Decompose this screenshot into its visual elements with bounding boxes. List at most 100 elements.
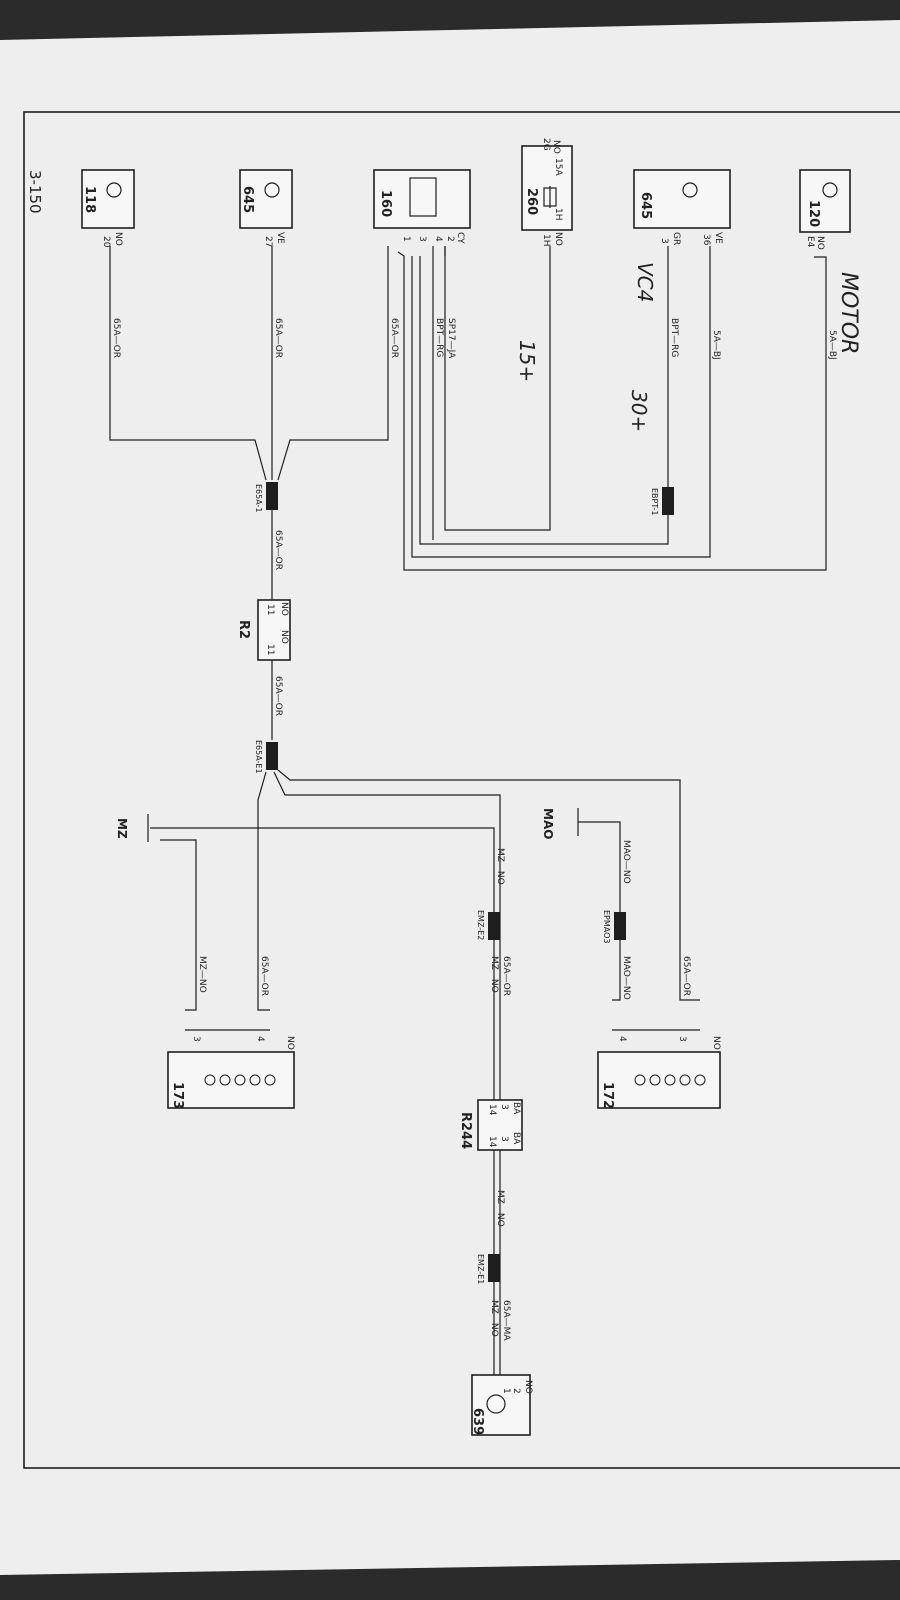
gauge-icon-645-top: [682, 182, 698, 198]
pin-r2-11-left: 11: [265, 604, 275, 615]
pin-r244-3-left: 3: [499, 1104, 509, 1110]
splice-epmao3: [614, 912, 626, 940]
wire-label-mid2: 65A—OR: [273, 676, 283, 716]
wire-label-639a: MZ—NO: [495, 1190, 505, 1227]
ground-symbols: [147, 808, 579, 842]
pin-r244-14-right: 14: [487, 1136, 497, 1148]
pin-639-no: NO: [523, 1380, 533, 1394]
lamp-icon-173-3: [234, 1074, 246, 1086]
label-260: 260: [524, 188, 539, 215]
box-172: [597, 1051, 721, 1109]
pin-r244-ba-right: BA: [511, 1132, 521, 1145]
wire-label-160-sp17: SP17—JA: [446, 318, 456, 359]
wire-645-36: [411, 246, 711, 558]
handwritten-15: 15+: [515, 340, 539, 382]
pin-160-1: 1: [401, 236, 411, 242]
pin-160-3: 3: [417, 236, 427, 242]
wire-260: [444, 246, 551, 531]
wire-label-160-bpt: BPT—RG: [434, 318, 444, 357]
pin-260-fuse: 15A: [553, 158, 563, 176]
pin-118-20: 20: [101, 236, 111, 248]
splice-label-epmao3: EPMAO3: [602, 910, 611, 944]
box-173: [167, 1051, 295, 1109]
label-645-top: 645: [638, 192, 653, 219]
wire-label-mz2a: 65A—OR: [501, 956, 511, 996]
wire-label-173b: MZ—NO: [197, 956, 207, 993]
wire-label-645-36: 5A—BJ: [711, 330, 721, 360]
lamp-icon-172-1: [634, 1074, 646, 1086]
pin-118-no: NO: [113, 232, 123, 246]
pin-260-no2: NO: [553, 232, 563, 246]
pin-260-no: NO: [551, 140, 561, 154]
label-r2: R2: [236, 620, 251, 639]
splice-label-e65a1: E65A-1: [254, 484, 263, 513]
handwritten-motor: MOTOR: [836, 272, 861, 354]
wire-label-mz1: MZ—NO: [495, 848, 505, 885]
page-number: 3-150: [26, 170, 44, 214]
label-172: 172: [600, 1082, 615, 1109]
wire-mz: [150, 827, 495, 1100]
box-r244: [477, 1099, 523, 1151]
wire-e65ae1-r244: [273, 771, 501, 1100]
wire-label-mao2: MAO—NO: [621, 956, 631, 1000]
pin-r2-no-right: NO: [279, 630, 289, 644]
label-160: 160: [378, 190, 393, 217]
splice-label-ebpt1: EBPT-1: [650, 488, 659, 516]
pin-645-ve: VE: [713, 232, 723, 244]
wire-e65ae1-172: [277, 769, 700, 1001]
wire-label-mid1: 65A—OR: [273, 530, 283, 570]
splice-label-e65ae1: E65A-E1: [254, 740, 263, 774]
wire-mz-173: [160, 839, 197, 1011]
lamp-icon-172-4: [679, 1074, 691, 1086]
splice-label-emze1: EMZ-E1: [476, 1254, 485, 1284]
pin-160-4: 4: [433, 236, 443, 242]
label-layer: 3-150 120 645 260 160 645 118 R2 MAO MZ …: [26, 138, 861, 1435]
pin-260-2g: 2G: [541, 138, 551, 151]
splice-e65ae1: [266, 742, 278, 770]
wire-label-120: 5A—BJ: [827, 330, 837, 360]
wire-label-645-27: 65A—OR: [273, 318, 283, 358]
pin-172-no: NO: [711, 1036, 721, 1050]
component-boxes: [81, 145, 851, 1436]
box-645-low: [239, 169, 293, 229]
sensor-icon-160: [409, 177, 437, 217]
lamp-icon-173-5: [264, 1074, 276, 1086]
paper-sheet: [0, 20, 900, 1575]
label-645-low: 645: [240, 186, 255, 213]
splice-emze2: [488, 912, 500, 940]
wire-label-172: 65A—OR: [681, 956, 691, 996]
wire-mao: [578, 821, 621, 1001]
pin-173-4: 4: [255, 1036, 265, 1042]
splice-markers: [266, 482, 674, 1282]
wire-label-mz2b: MZ—NO: [489, 956, 499, 993]
pin-r244-14-left: 14: [487, 1104, 497, 1116]
pin-645-3: 3: [659, 238, 669, 244]
box-639: [471, 1374, 531, 1436]
lamp-icon-173-1: [204, 1074, 216, 1086]
wire-160-65a: [277, 246, 389, 481]
wire-118: [109, 246, 267, 481]
pin-172-4: 4: [617, 1036, 627, 1042]
handwritten-30: 30+: [627, 390, 651, 432]
splice-e65a1: [266, 482, 278, 510]
pin-645-36: 36: [701, 234, 711, 246]
lamp-icon-172-5: [694, 1074, 706, 1086]
motor-icon-639: [486, 1394, 506, 1414]
label-120: 120: [806, 200, 821, 227]
pin-120-header: NO: [815, 236, 825, 250]
lamp-icon-172-2: [649, 1074, 661, 1086]
pin-160-2: 2: [445, 236, 455, 242]
splice-label-emze2: EMZ-E2: [476, 910, 485, 940]
label-118: 118: [82, 186, 97, 213]
pin-173-3: 3: [191, 1036, 201, 1042]
wire-120: [397, 251, 827, 571]
fuse-body-260: [543, 187, 557, 207]
pin-645low-ve: VE: [275, 232, 285, 244]
box-r2: [257, 599, 291, 661]
wire-label-173a: 65A—OR: [259, 956, 269, 996]
pin-120-e4: E4: [805, 236, 815, 248]
pin-r2-no-left: NO: [279, 602, 289, 616]
wire-label-639c: MZ—NO: [489, 1300, 499, 1337]
pin-645low-27: 27: [263, 236, 273, 247]
